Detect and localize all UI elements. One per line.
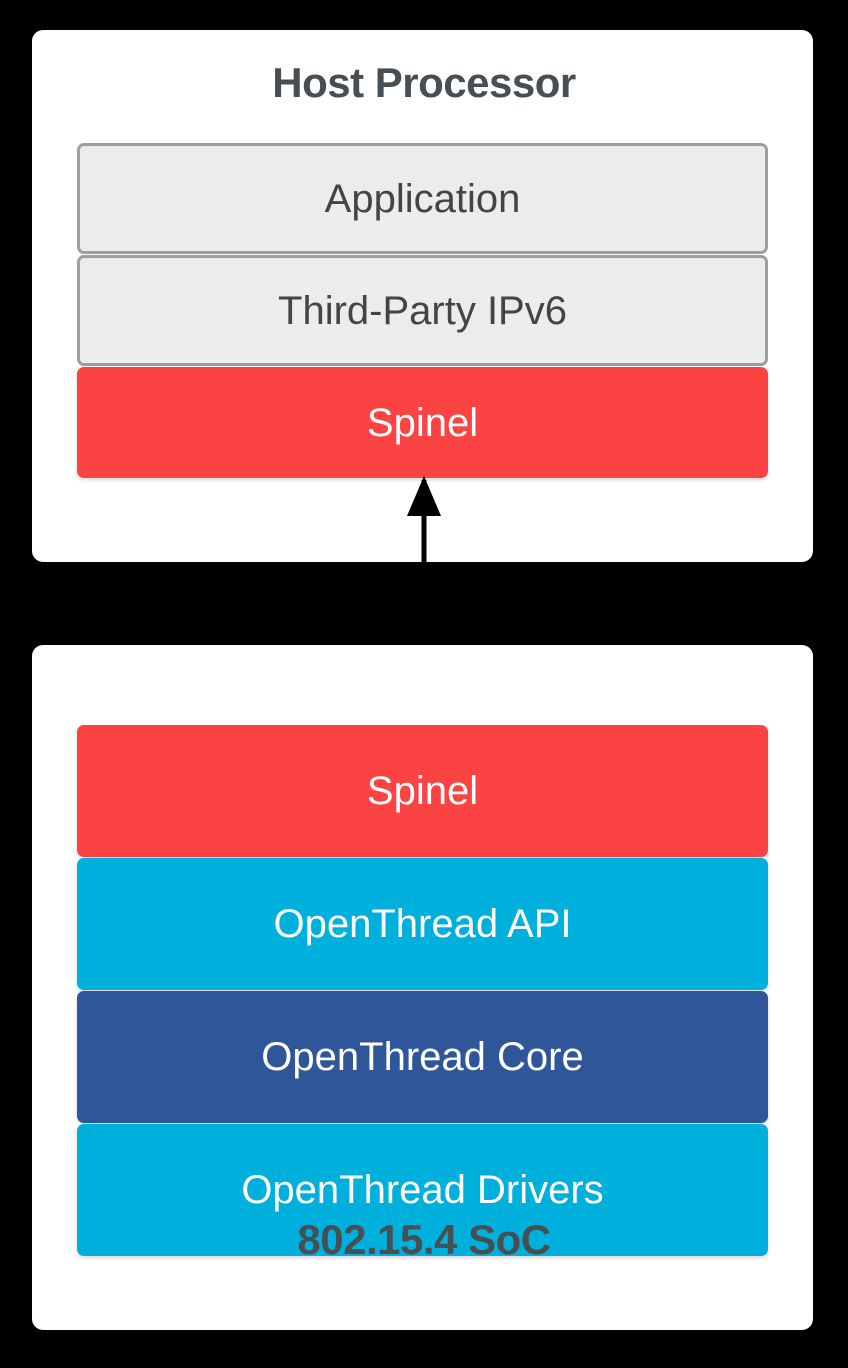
soc-layer-stack: Spinel OpenThread API OpenThread Core Op… — [77, 725, 768, 1257]
layer-openthread-api[interactable]: OpenThread API — [77, 858, 768, 990]
layer-openthread-drivers[interactable]: OpenThread Drivers — [77, 1124, 768, 1256]
layer-third-party-ipv6[interactable]: Third-Party IPv6 — [77, 255, 768, 366]
host-processor-layer-stack: Application Third-Party IPv6 Spinel — [77, 143, 768, 479]
layer-application[interactable]: Application — [77, 143, 768, 254]
soc-title: 802.15.4 SoC — [297, 1216, 551, 1263]
layer-soc-spinel[interactable]: Spinel — [77, 725, 768, 857]
host-processor-title: Host Processor — [272, 59, 576, 106]
layer-openthread-core[interactable]: OpenThread Core — [77, 991, 768, 1123]
layer-host-spinel[interactable]: Spinel — [77, 367, 768, 478]
